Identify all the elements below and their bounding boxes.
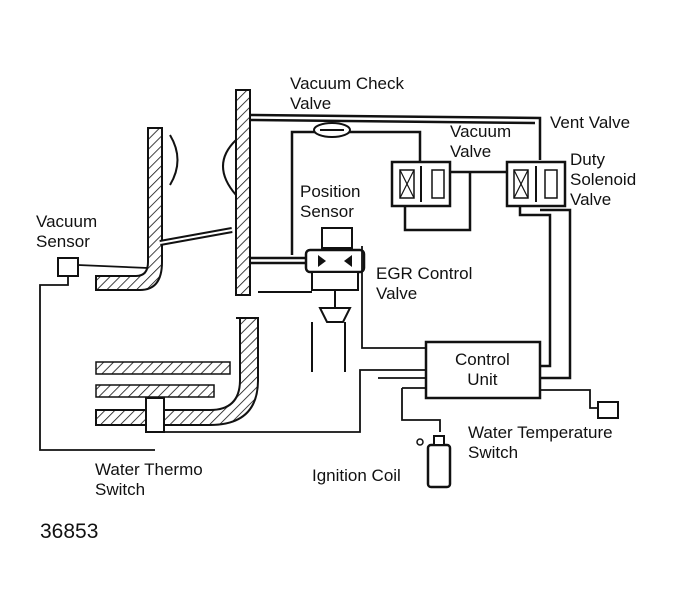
water-temperature-switch-label: Water Temperature Switch <box>468 423 613 463</box>
duty-solenoid-valve-label-line3: Valve <box>570 190 612 209</box>
vacuum-valve <box>390 160 452 208</box>
control-unit-label: Control Unit <box>455 350 510 390</box>
position-sensor-label-line1: Position <box>300 182 361 201</box>
vacuum-valve-label-line2: Valve <box>450 142 492 161</box>
duty-solenoid-valve <box>505 160 567 208</box>
control-unit-label-line2: Unit <box>467 370 498 389</box>
vacuum-check-valve-label: Vacuum Check Valve <box>290 74 404 114</box>
water-thermo-switch <box>145 369 425 433</box>
ignition-coil-label: Ignition Coil <box>312 466 401 485</box>
control-unit-label-line1: Control <box>455 350 510 369</box>
control-unit <box>361 246 600 432</box>
vent-valve-label: Vent Valve <box>550 113 631 132</box>
duty-solenoid-valve-label: Duty Solenoid Valve <box>570 150 636 210</box>
water-temperature-switch-label-line1: Water Temperature <box>468 423 613 442</box>
ignition-coil <box>416 435 452 489</box>
water-temperature-switch <box>597 401 619 419</box>
exhaust-manifold <box>95 317 259 426</box>
vacuum-sensor-label-line2: Sensor <box>36 232 90 251</box>
vacuum-sensor-label-line1: Vacuum <box>36 212 98 231</box>
vacuum-sensor <box>39 257 155 451</box>
water-temperature-switch-label-line2: Switch <box>468 443 519 462</box>
intake-manifold-wall <box>95 127 179 291</box>
egr-control-valve <box>258 227 366 372</box>
duty-solenoid-valve-label-line1: Duty <box>570 150 605 169</box>
water-thermo-switch-label-line1: Water Thermo <box>95 460 203 479</box>
position-sensor-label: Position Sensor <box>300 182 360 222</box>
vacuum-valve-label-line1: Vacuum <box>450 122 512 141</box>
figure-number: 36853 <box>40 520 99 543</box>
vacuum-valve-label: Vacuum Valve <box>450 122 511 162</box>
intake-chamber-wall <box>222 89 251 296</box>
vacuum-sensor-label: Vacuum Sensor <box>36 212 97 252</box>
egr-control-valve-label-line2: Valve <box>376 284 418 303</box>
egr-control-valve-label-line1: EGR Control <box>376 264 473 283</box>
vacuum-check-valve <box>313 122 351 138</box>
water-thermo-switch-label-line2: Switch <box>95 480 146 499</box>
vacuum-hoses <box>249 113 572 380</box>
vacuum-check-valve-label-line1: Vacuum Check <box>290 74 405 93</box>
vacuum-check-valve-label-line2: Valve <box>290 94 332 113</box>
throttle-plate <box>159 227 233 246</box>
egr-control-valve-label: EGR Control Valve <box>376 264 472 304</box>
position-sensor-label-line2: Sensor <box>300 202 354 221</box>
water-thermo-switch-label: Water Thermo Switch <box>95 460 203 500</box>
duty-solenoid-valve-label-line2: Solenoid <box>570 170 637 189</box>
